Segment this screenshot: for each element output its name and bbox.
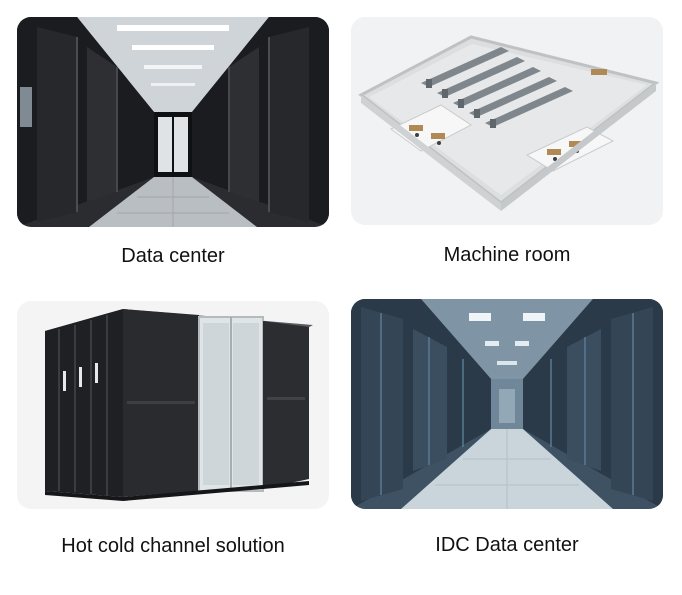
floor-plan-render xyxy=(351,17,663,225)
cabinet-enclosure-photo xyxy=(17,301,329,509)
idc-data-center-image xyxy=(351,299,663,509)
machine-room-caption: Machine room xyxy=(443,244,571,266)
data-center-caption: Data center xyxy=(121,245,225,267)
server-aisle-photo xyxy=(17,17,329,227)
hot-cold-channel-caption: Hot cold channel solution xyxy=(61,535,285,557)
machine-room-image xyxy=(351,17,663,225)
blue-server-aisle-photo xyxy=(351,299,663,509)
hot-cold-channel-image xyxy=(17,301,329,509)
data-center-image xyxy=(17,17,329,227)
idc-data-center-caption: IDC Data center xyxy=(435,534,579,556)
